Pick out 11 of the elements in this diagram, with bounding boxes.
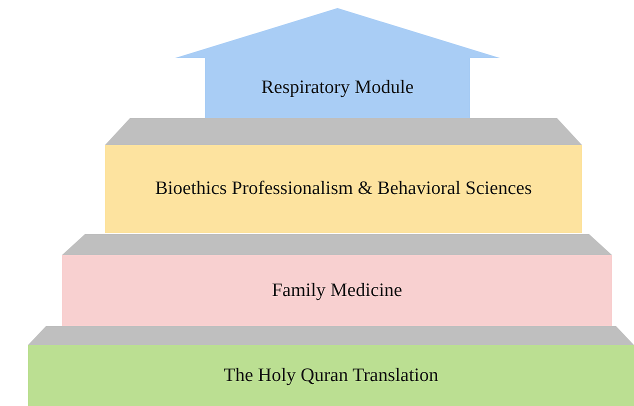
step-ledge <box>62 234 612 255</box>
step-block <box>62 255 612 327</box>
up-arrow-block <box>175 8 500 118</box>
tier-label: Family Medicine <box>272 279 402 304</box>
step-ledge <box>28 326 634 345</box>
step-ledge <box>105 118 582 145</box>
tier-label: Bioethics Professionalism & Behavioral Sciences <box>155 177 532 202</box>
tier-label: The Holy Quran Translation <box>224 364 438 388</box>
step-block <box>28 345 634 406</box>
step-block <box>105 145 582 233</box>
tier-label: Respiratory Module <box>261 76 414 100</box>
